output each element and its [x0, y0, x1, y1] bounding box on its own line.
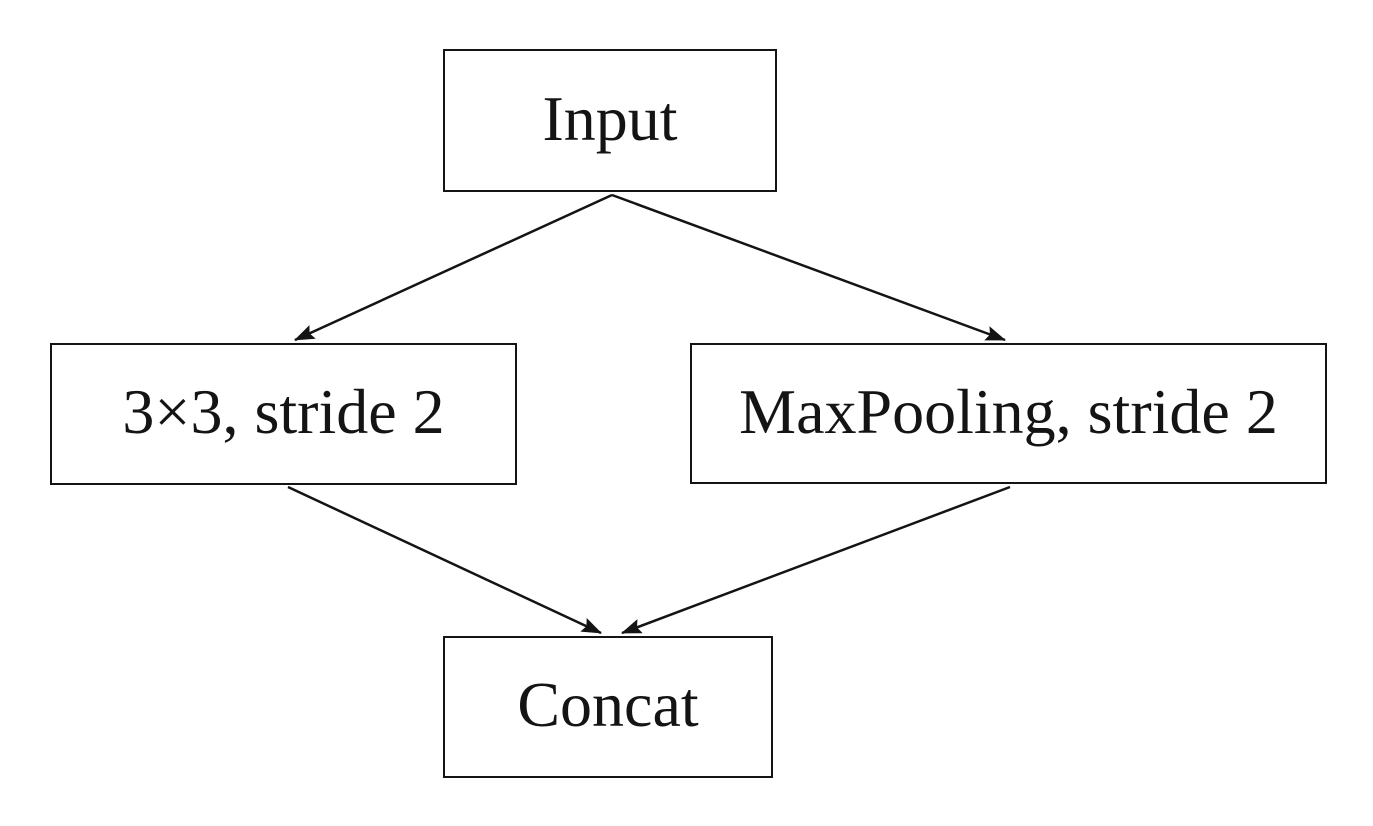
node-concat: Concat	[443, 636, 773, 778]
edge-conv-to-concat	[287, 485, 602, 635]
edge-input-to-conv	[294, 193, 613, 342]
node-input: Input	[443, 49, 777, 192]
node-conv-3x3-stride-2: 3×3, stride 2	[50, 343, 517, 485]
node-maxpool-label: MaxPooling, stride 2	[739, 375, 1278, 447]
node-maxpooling-stride-2: MaxPooling, stride 2	[690, 343, 1327, 484]
edge-input-to-maxpool	[611, 193, 1006, 342]
node-input-label: Input	[542, 82, 678, 154]
edge-maxpool-to-concat	[621, 485, 1011, 635]
node-concat-label: Concat	[517, 669, 699, 740]
node-conv-label: 3×3, stride 2	[122, 376, 445, 447]
